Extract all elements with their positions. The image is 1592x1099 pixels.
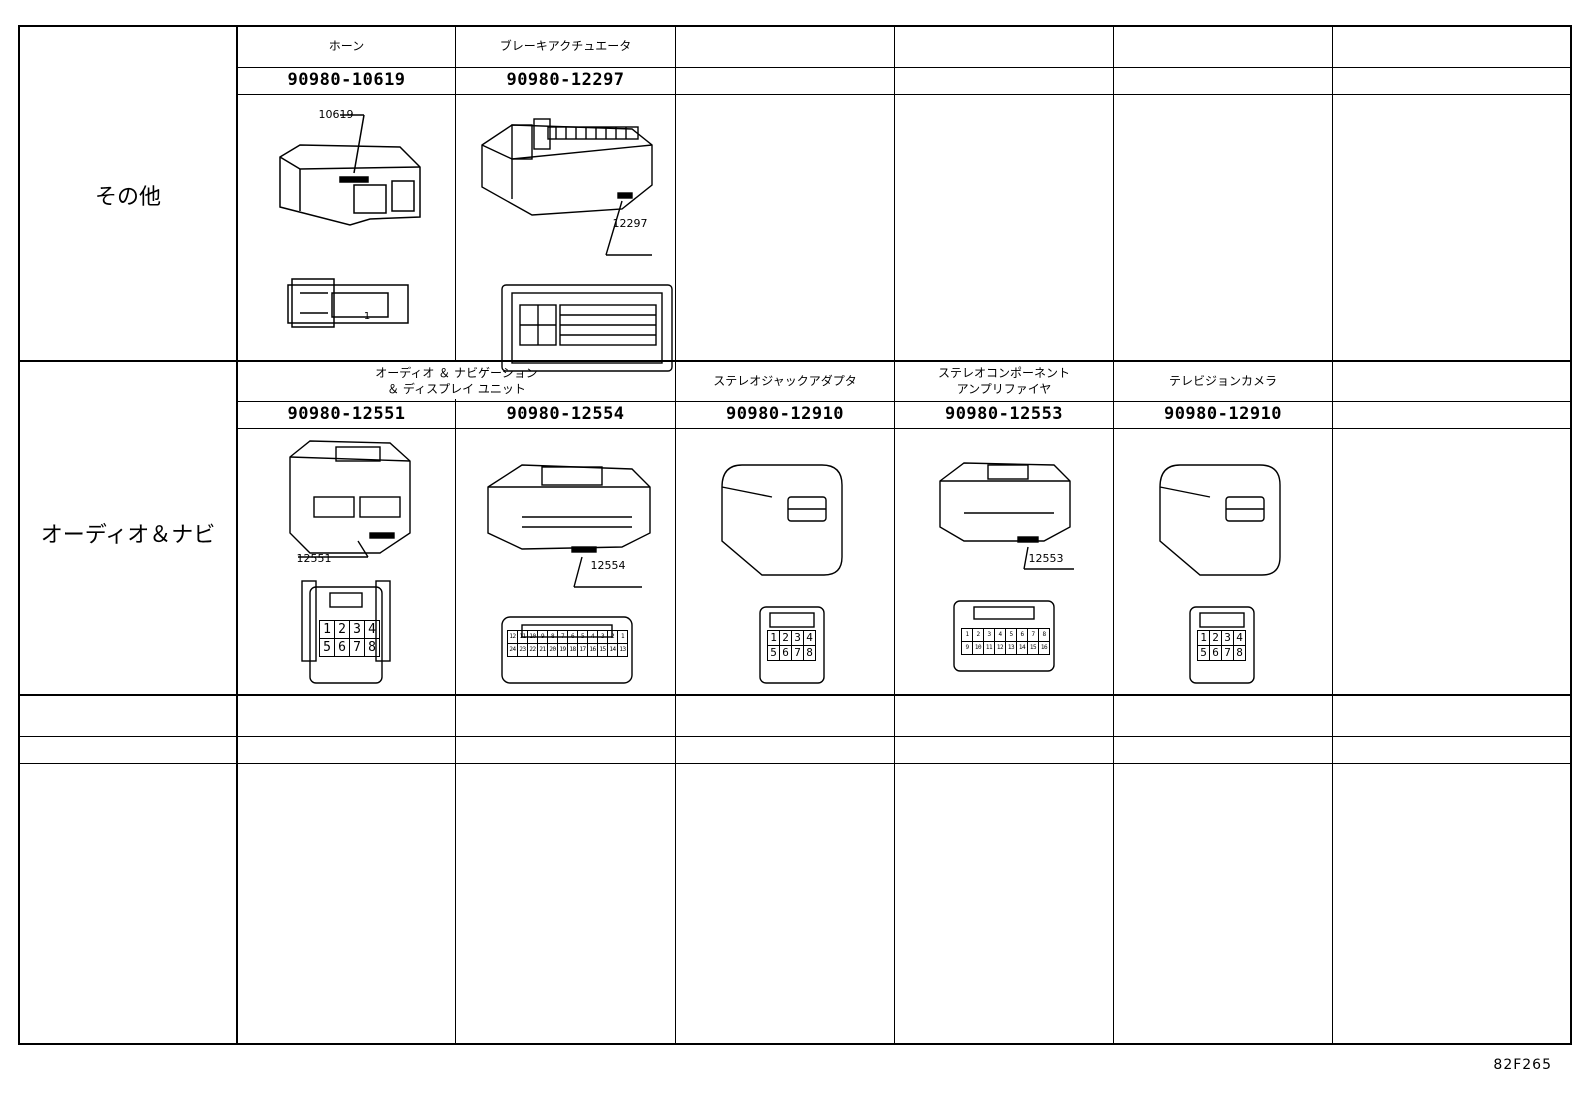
part-number: 90980-12554 [506, 404, 625, 424]
connector-12554-drawing [482, 457, 662, 691]
connector-label-horn: ホーン [328, 39, 365, 53]
grid-vline [1113, 27, 1114, 1043]
connector-12910-drawing [712, 457, 862, 691]
connector-label-audio-navi-line1: オーディオ ＆ ナビゲーション [375, 366, 538, 380]
grid-hline [20, 360, 1572, 362]
callout-12297: 12297 [612, 217, 648, 230]
figure-code: 82F265 [1493, 1057, 1552, 1073]
grid-vline [236, 27, 238, 1043]
part-number: 90980-12553 [944, 404, 1064, 424]
category-label-other: その他 [94, 185, 161, 210]
grid-hline [238, 401, 1572, 402]
grid-hline [238, 94, 1572, 95]
part-number: 90980-12551 [287, 404, 406, 424]
pin: 7 [349, 638, 365, 657]
horn-connector-drawing [270, 107, 430, 351]
grid-vline [455, 399, 456, 1043]
connector-label-stereo-jack-adapter: ステレオジャックアダプタ [713, 374, 857, 388]
callout-10619: 10619 [318, 108, 354, 121]
connector-12551-drawing [280, 437, 430, 691]
connector-label-stereo-amp-line1: ステレオコンポーネント [937, 366, 1070, 380]
grid-hline [20, 763, 1572, 764]
pin: 8 [1233, 645, 1246, 661]
pin: 1 [617, 630, 628, 644]
connector-table: その他 ホーン ブレーキアクチュエータ 90980-10619 90980-12… [18, 25, 1572, 1045]
connector-label-audio-navi-line2: ＆ ディスプレイ ユニット [387, 382, 526, 396]
grid-vline [455, 27, 456, 362]
connector-label-stereo-amp-line2: アンプリファイヤ [956, 382, 1052, 396]
callout-12551: 12551 [296, 552, 332, 565]
grid-vline [894, 27, 895, 1043]
part-number: 90980-12297 [506, 70, 625, 90]
pin: 13 [617, 643, 628, 657]
pin: 16 [1038, 641, 1050, 655]
grid-hline [20, 694, 1572, 696]
brake-actuator-connector-drawing [472, 105, 673, 379]
connector-label-tv-camera: テレビジョンカメラ [1168, 374, 1277, 388]
pin: 2 [334, 620, 350, 639]
pin: 6 [334, 638, 350, 657]
grid-vline [1332, 27, 1333, 1043]
connector-12553-drawing [934, 457, 1084, 691]
callout-12554: 12554 [590, 559, 626, 572]
connector-12910-tv-drawing [1150, 457, 1300, 691]
pin: 1 [319, 620, 335, 639]
part-number: 90980-10619 [287, 70, 406, 90]
category-label-audio-navi: オーディオ＆ナビ [40, 523, 216, 548]
pin: 4 [1233, 630, 1246, 646]
part-number: 90980-12910 [1163, 404, 1283, 424]
grid-hline [238, 428, 1572, 429]
grid-hline [238, 67, 1572, 68]
pin: 8 [803, 645, 816, 661]
pin: 8 [1038, 628, 1050, 642]
part-number: 90980-12910 [725, 404, 845, 424]
pin: 3 [349, 620, 365, 639]
pin: 4 [803, 630, 816, 646]
callout-12553: 12553 [1028, 552, 1064, 565]
pin: 8 [364, 638, 380, 657]
pin: 4 [364, 620, 380, 639]
pin: 5 [319, 638, 335, 657]
connector-label-brake-actuator: ブレーキアクチュエータ [499, 39, 632, 53]
grid-hline [20, 736, 1572, 737]
horn-pin-number: 1 [363, 311, 371, 322]
grid-vline [675, 27, 676, 1043]
